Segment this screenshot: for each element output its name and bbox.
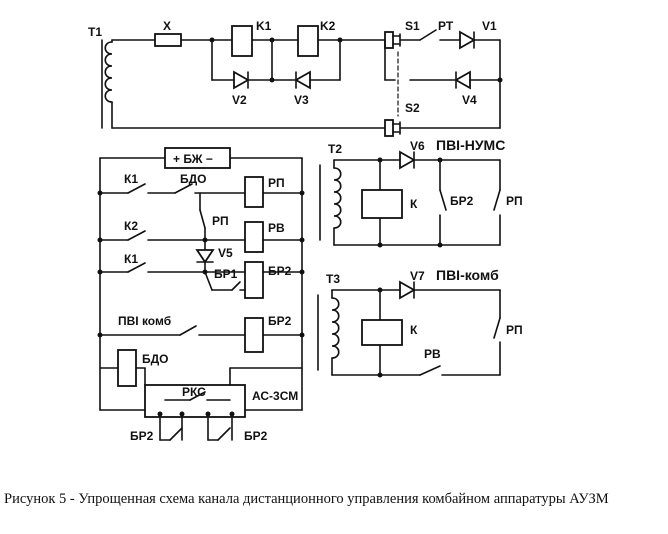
label-br2-coil-a: БР2 bbox=[268, 264, 292, 278]
bdo-coil bbox=[117, 349, 137, 387]
label-t1: T1 bbox=[88, 25, 102, 39]
label-k2-top: K2 bbox=[320, 19, 336, 33]
diode-v2 bbox=[233, 70, 250, 90]
label-t3: T3 bbox=[326, 272, 340, 286]
label-rp-upper: РП bbox=[506, 194, 523, 208]
label-v7: V7 bbox=[410, 269, 425, 283]
label-rp-contact: РП bbox=[212, 214, 229, 228]
label-bdo-a: БДО bbox=[180, 172, 207, 186]
label-rv-coil: РВ bbox=[268, 221, 285, 235]
left-circuit: + БЖ − К1 БДО РП К2 РП РВ V5 bbox=[97, 147, 305, 443]
label-k1-top: K1 bbox=[256, 19, 272, 33]
label-k-lower: К bbox=[410, 323, 418, 337]
diode-v1 bbox=[459, 30, 476, 50]
diode-v7 bbox=[399, 280, 416, 300]
label-pvi-komb-left: ПВІ комб bbox=[118, 314, 171, 328]
figure-caption: Рисунок 5 - Упрощенная схема канала дист… bbox=[4, 491, 609, 507]
label-v1: V1 bbox=[482, 19, 497, 33]
label-v4: V4 bbox=[462, 93, 477, 107]
label-rks: РКС bbox=[182, 385, 206, 399]
label-s1: S1 bbox=[405, 19, 420, 33]
t3-winding bbox=[331, 297, 340, 359]
right-lower-circuit: T3 V7 ПВІ-комб К РВ РП bbox=[317, 267, 523, 378]
label-k2-b: К2 bbox=[124, 219, 138, 233]
label-k-upper: К bbox=[410, 197, 418, 211]
k1-coil bbox=[231, 25, 253, 57]
label-v5: V5 bbox=[218, 246, 233, 260]
label-rv-lower: РВ bbox=[424, 347, 441, 361]
label-rp-coil: РП bbox=[268, 176, 285, 190]
t1-winding bbox=[104, 41, 113, 103]
t2-winding bbox=[333, 167, 342, 229]
label-k1-c: К1 bbox=[124, 252, 138, 266]
label-t2: T2 bbox=[328, 142, 342, 156]
label-br2-left: БР2 bbox=[130, 429, 154, 443]
label-k1-a: К1 bbox=[124, 172, 138, 186]
rp-coil bbox=[244, 176, 264, 208]
right-upper-circuit: T2 V6 ПВІ-НУМС К БР2 РП bbox=[319, 137, 523, 248]
label-bzh: + БЖ − bbox=[173, 152, 213, 166]
diode-v3 bbox=[294, 70, 311, 90]
circuit-schematic: T1 X K1 K2 S1 РТ V1 V2 V3 V4 S2 + БЖ − К… bbox=[88, 19, 523, 443]
label-pvi-komb-right: ПВІ-комб bbox=[436, 267, 499, 283]
label-pvi-nums: ПВІ-НУМС bbox=[436, 137, 505, 153]
k-coil-lower bbox=[361, 319, 403, 346]
diode-v6 bbox=[399, 150, 416, 170]
label-br2-right: БР2 bbox=[244, 429, 268, 443]
label-br2-upper: БР2 bbox=[450, 194, 474, 208]
as3sm-block bbox=[144, 384, 246, 418]
diode-v5 bbox=[195, 249, 215, 264]
label-rp-lower: РП bbox=[506, 323, 523, 337]
switch-s2 bbox=[384, 119, 394, 137]
label-br1: БР1 bbox=[214, 267, 238, 281]
switch-s1 bbox=[384, 31, 394, 49]
k2-coil bbox=[297, 25, 319, 57]
label-as3sm: АС-3СМ bbox=[252, 389, 298, 403]
label-x: X bbox=[163, 19, 171, 33]
label-v3: V3 bbox=[294, 93, 309, 107]
label-bdo-coil: БДО bbox=[142, 352, 169, 366]
rv-coil bbox=[244, 221, 264, 253]
bzh-supply bbox=[164, 147, 231, 169]
k-coil-upper bbox=[361, 189, 403, 219]
top-circuit: T1 X K1 K2 S1 РТ V1 V2 V3 V4 S2 bbox=[88, 19, 503, 137]
diode-v4 bbox=[454, 70, 471, 90]
label-v6: V6 bbox=[410, 139, 425, 153]
br2-coil-a bbox=[244, 261, 264, 299]
label-s2: S2 bbox=[405, 101, 420, 115]
br2-coil-b bbox=[244, 317, 264, 353]
label-br2-coil-b: БР2 bbox=[268, 314, 292, 328]
resistor-x bbox=[154, 33, 182, 47]
label-pt: РТ bbox=[438, 19, 454, 33]
label-v2: V2 bbox=[232, 93, 247, 107]
